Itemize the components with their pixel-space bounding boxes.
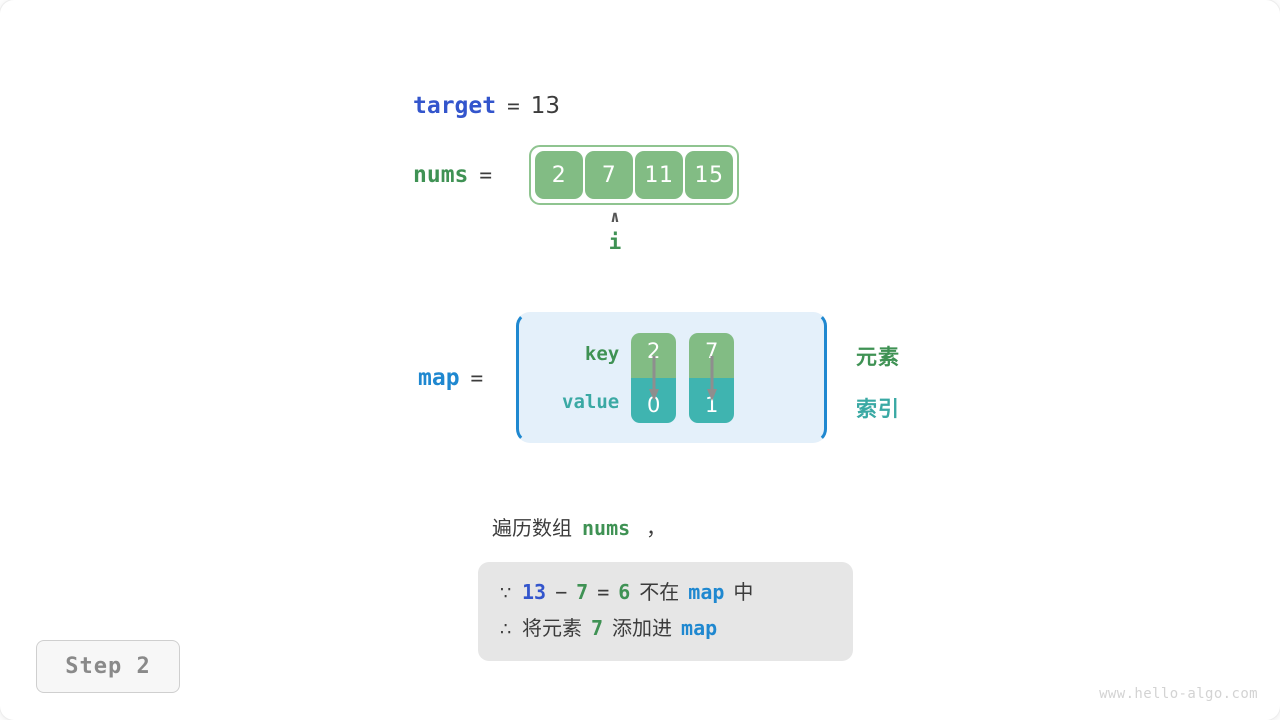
map-row: map = key value 2 0 7 1	[418, 312, 828, 443]
target-equals-sign: =	[507, 94, 520, 118]
conclusion-operand-a: 13	[522, 580, 547, 604]
because-symbol-icon: ∵	[500, 583, 512, 604]
nums-variable-label: nums	[413, 162, 469, 188]
conclusion-added-number: 7	[591, 616, 604, 640]
map-value-box: 1	[689, 377, 735, 423]
nums-equals-sign: =	[479, 163, 493, 187]
array-cell: 2	[535, 151, 584, 199]
index-pointer-group: ∧ i	[603, 208, 627, 256]
map-element-annotation: 元素	[856, 345, 900, 369]
conclusion-minus-sign: −	[555, 580, 568, 604]
description-suffix: ，	[646, 516, 667, 540]
map-variable-label: map	[418, 364, 460, 391]
watermark: www.hello-algo.com	[1099, 686, 1258, 702]
map-value-row-label: value	[562, 390, 620, 413]
map-index-annotation: 索引	[856, 397, 900, 421]
map-key-row-label: key	[584, 342, 620, 365]
array-cell: 15	[685, 151, 734, 199]
map-equals-sign: =	[470, 365, 484, 390]
description-line: 遍历数组 nums ，	[492, 512, 666, 541]
nums-row: nums = 2 7 11 15	[413, 145, 740, 205]
conclusion-tail-text: 中	[733, 580, 754, 604]
conclusion-map-token: map	[681, 616, 718, 640]
map-value-box: 0	[631, 377, 677, 423]
pointer-label: i	[608, 230, 622, 254]
conclusion-result: 6	[618, 580, 631, 604]
map-row-labels: key value	[519, 343, 631, 413]
map-frame: key value 2 0 7 1	[516, 312, 828, 443]
description-code-token: nums	[582, 516, 631, 540]
map-key-box: 2	[631, 332, 677, 378]
map-entry: 2 0	[631, 332, 677, 423]
conclusion-mid-text: 不在	[639, 580, 680, 604]
conclusion-map-token: map	[688, 580, 725, 604]
conclusion-lead-text: 将元素	[522, 616, 582, 640]
conclusion-operand-b: 7	[576, 580, 589, 604]
description-prefix: 遍历数组	[492, 516, 572, 540]
target-row: target = 13	[413, 93, 560, 119]
target-variable-label: target	[413, 93, 497, 119]
pointer-caret-icon: ∧	[610, 207, 620, 226]
conclusion-equals-sign: =	[597, 580, 610, 604]
array-cell: 7	[585, 151, 634, 199]
step-badge: Step 2	[36, 640, 180, 693]
conclusion-line-1: ∵ 13 − 7 = 6 不在 map 中	[500, 575, 831, 611]
conclusion-line-2: ∴ 将元素 7 添加进 map	[500, 611, 831, 647]
target-value: 13	[530, 93, 561, 119]
map-key-box: 7	[689, 332, 735, 378]
map-entry-columns: 2 0 7 1	[631, 332, 735, 423]
array-cell: 11	[635, 151, 684, 199]
conclusion-box: ∵ 13 − 7 = 6 不在 map 中 ∴ 将元素 7 添加进 map	[478, 562, 853, 661]
conclusion-action-text: 添加进	[612, 616, 673, 640]
therefore-symbol-icon: ∴	[500, 619, 512, 640]
map-entry: 7 1	[689, 332, 735, 423]
nums-array-frame: 2 7 11 15	[529, 145, 740, 205]
